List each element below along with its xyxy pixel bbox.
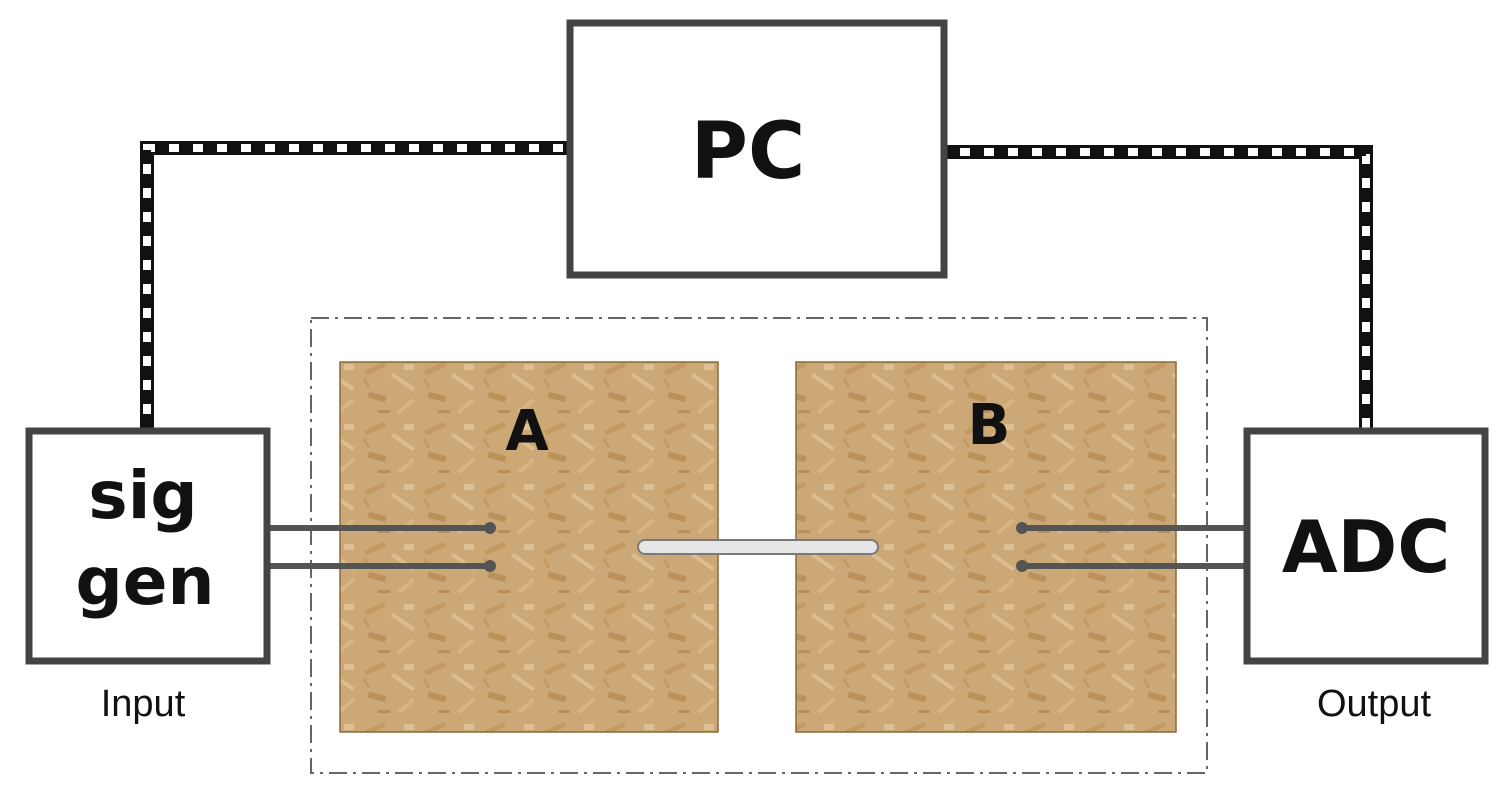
enclosure-border [310, 317, 1208, 774]
adc-box: ADC [1243, 427, 1489, 665]
siggen-label-line1: sig [88, 457, 197, 534]
cable-siggen-pc [140, 141, 568, 428]
coupling-rod [637, 539, 879, 555]
input-wires [268, 522, 496, 572]
output-wires [1016, 522, 1246, 572]
input-caption: Input [101, 683, 186, 725]
adc-label: ADC [1282, 505, 1450, 589]
cable-pc-adc [946, 145, 1373, 428]
panel-b-label: B [968, 393, 1011, 458]
siggen-box: sig gen [25, 427, 271, 665]
siggen-label-line2: gen [76, 543, 215, 620]
output-caption: Output [1317, 683, 1432, 725]
panel-a-label: A [505, 399, 549, 464]
pc-box: PC [566, 19, 948, 279]
pc-label: PC [691, 107, 805, 197]
